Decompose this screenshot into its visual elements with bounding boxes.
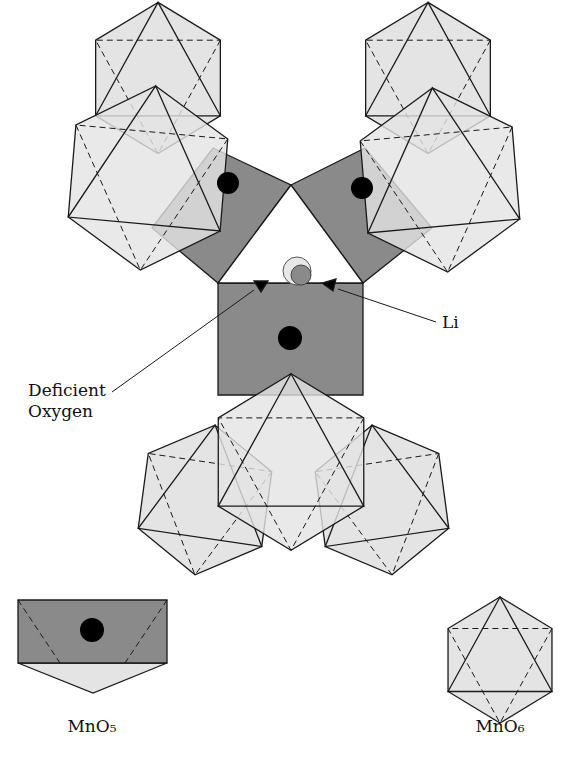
octahedron-hidden-edge bbox=[218, 418, 363, 550]
mno6-octahedron bbox=[68, 86, 228, 270]
mno5-sample bbox=[18, 600, 167, 663]
octahedron-face bbox=[218, 374, 363, 550]
octahedron-edge bbox=[368, 88, 520, 233]
lithium-atom-core bbox=[291, 265, 311, 285]
arrowhead bbox=[322, 279, 336, 291]
manganese-atom bbox=[351, 177, 373, 199]
lithium-atom bbox=[283, 257, 311, 285]
mno6-octahedron bbox=[448, 597, 552, 723]
legend-label: MnO₆ bbox=[475, 716, 524, 737]
atom-site-label: Deficient Oxygen bbox=[28, 380, 123, 423]
octahedron-face bbox=[360, 88, 520, 272]
legend-samples bbox=[18, 597, 552, 723]
mno6-octahedron bbox=[218, 374, 363, 550]
octahedron-hidden-edge bbox=[448, 629, 552, 724]
manganese-atom bbox=[278, 326, 302, 350]
atom-label: Li bbox=[442, 312, 459, 333]
legend-label: MnO₅ bbox=[67, 716, 116, 737]
octahedron-edge bbox=[68, 86, 220, 231]
mno5-sample-edge bbox=[18, 600, 167, 663]
octahedron-face bbox=[68, 86, 228, 270]
octahedron-face bbox=[448, 597, 552, 723]
manganese-atom bbox=[217, 172, 239, 194]
leader-line bbox=[112, 290, 254, 392]
leader-line bbox=[338, 289, 436, 322]
mno6-octahedron bbox=[360, 88, 520, 272]
octahedron-edge bbox=[218, 374, 363, 506]
mno5-sample-base bbox=[18, 663, 167, 693]
front-layer bbox=[68, 86, 520, 550]
octahedron-edge bbox=[448, 597, 552, 692]
manganese-atom bbox=[80, 618, 104, 642]
arrowhead bbox=[254, 281, 268, 292]
